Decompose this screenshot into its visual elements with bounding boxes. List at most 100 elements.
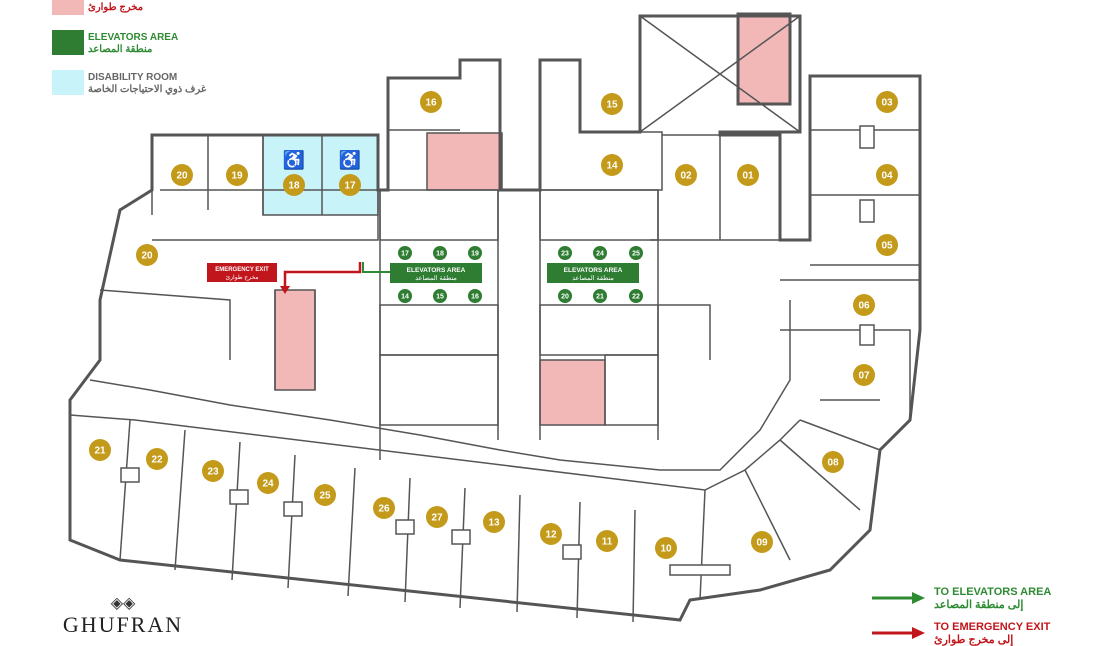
- elevator-marker: [468, 289, 482, 303]
- walls: [68, 12, 922, 623]
- room-marker: [426, 506, 448, 528]
- elevator-marker: [433, 246, 447, 260]
- logo-name: GHUFRAN: [62, 612, 184, 637]
- elevator-marker: [398, 289, 412, 303]
- elevator-number: 19: [471, 251, 479, 258]
- elevator-number: 22: [632, 294, 640, 301]
- ghufran-logo: ◈◈ GHUFRAN: [52, 596, 194, 638]
- elevator-number: 17: [401, 251, 409, 258]
- to-emergency-ar: إلى مخرج طوارئ: [934, 634, 1014, 646]
- elevator-marker: [629, 289, 643, 303]
- room-marker: [540, 523, 562, 545]
- room-marker: [202, 460, 224, 482]
- room-marker: [601, 154, 623, 176]
- elevator-number: 25: [632, 251, 640, 258]
- room-marker: [853, 364, 875, 386]
- room-marker: [751, 531, 773, 553]
- room-marker: [596, 530, 618, 552]
- elevator-number: 16: [471, 294, 479, 301]
- elevator-marker: [629, 246, 643, 260]
- room-number: 26: [378, 504, 390, 515]
- logo-mark-icon: ◈◈: [110, 595, 136, 612]
- wheelchair-icon: ♿: [283, 149, 305, 170]
- legend-elevators-en: ELEVATORS AREA: [88, 32, 179, 43]
- room-number: 27: [431, 513, 443, 524]
- room-marker: [876, 234, 898, 256]
- to-elevators-ar: إلى منطقة المصاعد: [934, 599, 1024, 611]
- elevators-area-sign-left: [390, 263, 482, 283]
- emergency-exit-sign: [207, 263, 277, 282]
- room-number: 20: [141, 251, 153, 262]
- room-marker: [601, 93, 623, 115]
- room-number: 19: [231, 171, 243, 182]
- emergency-route-arrow: [283, 262, 362, 290]
- legend-emergency-swatch: [52, 0, 84, 15]
- room-marker: [257, 472, 279, 494]
- elevator-number: 18: [436, 251, 444, 258]
- elevator-marker: [433, 289, 447, 303]
- room-marker: [226, 164, 248, 186]
- room-number: 15: [606, 100, 618, 111]
- room-number: 02: [680, 171, 692, 182]
- elevator-number: 21: [596, 294, 604, 301]
- room-marker: [314, 484, 336, 506]
- room-number: 06: [858, 301, 870, 312]
- elevator-number: 15: [436, 294, 444, 301]
- to-elevators-en: TO ELEVATORS AREA: [934, 586, 1052, 598]
- elevators-area-label: ELEVATORS AREA: [407, 267, 466, 274]
- room-marker: [420, 91, 442, 113]
- elevator-marker: [558, 289, 572, 303]
- room-marker: [171, 164, 193, 186]
- room-number: 21: [94, 446, 106, 457]
- elevator-marker: [558, 246, 572, 260]
- legend-elevators-ar: منطقة المصاعد: [88, 44, 153, 55]
- room-number: 24: [262, 479, 274, 490]
- room-number: 10: [660, 544, 672, 555]
- room-number: 11: [602, 537, 613, 548]
- legend-elevators-swatch: [52, 30, 84, 55]
- room-number: 07: [858, 371, 870, 382]
- elevator-marker: [398, 246, 412, 260]
- room-marker: [373, 497, 395, 519]
- room-marker: [136, 244, 158, 266]
- room-marker: [675, 164, 697, 186]
- room-marker: [737, 164, 759, 186]
- wheelchair-icon: ♿: [339, 149, 361, 170]
- elevator-marker: [593, 289, 607, 303]
- room-marker: [655, 537, 677, 559]
- room-number: 22: [151, 455, 163, 466]
- room-marker: [146, 448, 168, 470]
- room-number: 14: [606, 161, 618, 172]
- elevator-number: 24: [596, 251, 604, 258]
- elevator-marker: [593, 246, 607, 260]
- emergency-exit-label: EMERGENCY EXIT: [215, 267, 269, 273]
- legend-disability-swatch: [52, 70, 84, 95]
- room-number: 13: [488, 518, 500, 529]
- room-marker: [339, 174, 361, 196]
- room-number: 12: [545, 530, 557, 541]
- room-number: 20: [176, 171, 188, 182]
- room-number: 08: [827, 458, 839, 469]
- emergency-exit-label-ar: مخرج طوارئ: [225, 274, 258, 281]
- room-number: 03: [881, 98, 893, 109]
- legend-emergency-ar: مخرج طوارئ: [88, 2, 144, 13]
- legend-disability-ar: غرف ذوي الاحتياجات الخاصة: [88, 84, 207, 95]
- elevator-number: 14: [401, 294, 409, 301]
- elevator-route-arrow: [362, 262, 395, 273]
- room-number: 05: [881, 241, 893, 252]
- room-number: 18: [288, 181, 300, 192]
- room-number: 09: [756, 538, 768, 549]
- room-marker: [853, 294, 875, 316]
- room-number: 16: [425, 98, 437, 109]
- room-marker: [283, 174, 305, 196]
- room-number: 25: [319, 491, 331, 502]
- elevators-area-sign-right: [547, 263, 639, 283]
- room-marker: [876, 164, 898, 186]
- room-number: 17: [344, 181, 356, 192]
- elevator-marker: [468, 246, 482, 260]
- elevator-number: 23: [561, 251, 569, 258]
- room-marker: [483, 511, 505, 533]
- room-number: 23: [207, 467, 219, 478]
